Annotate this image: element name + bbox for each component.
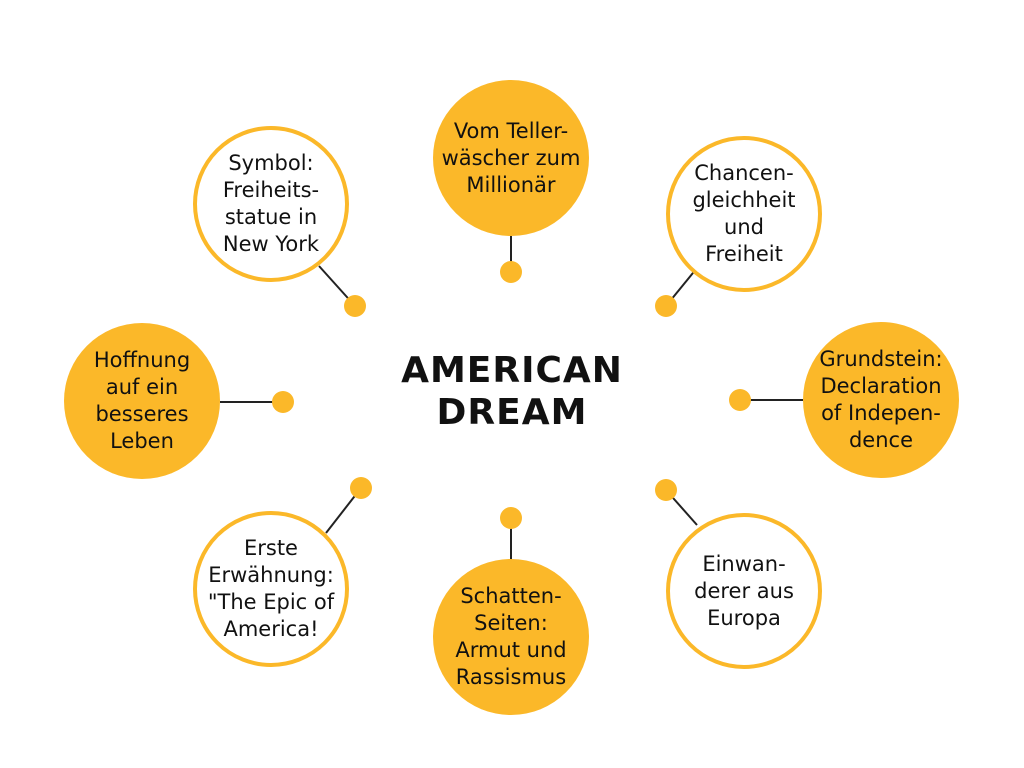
bubble-chancengleichheit: Chancen- gleichheit und Freiheit bbox=[666, 136, 822, 292]
bubble-label: Einwan- derer aus Europa bbox=[694, 551, 794, 630]
bubble-label: Symbol: Freiheits- statue in New York bbox=[222, 151, 320, 256]
bubble-label: Chancen- gleichheit und Freiheit bbox=[692, 161, 796, 266]
connector-dot bbox=[500, 507, 522, 529]
bubble-grundstein: Grundstein: Declaration of Indepen- denc… bbox=[803, 322, 959, 478]
bubble-label: Grundstein: Declaration of Indepen- denc… bbox=[819, 347, 943, 452]
connector-dot bbox=[500, 261, 522, 283]
bubble-tellerwaescher: Vom Teller- wäscher zum Millionär bbox=[433, 80, 589, 236]
connector-dot bbox=[272, 391, 294, 413]
bubble-label: Erste Erwähnung: "The Epic of America! bbox=[207, 536, 335, 641]
connector-dot bbox=[655, 479, 677, 501]
connector-dot bbox=[655, 295, 677, 317]
bubble-label: Vom Teller- wäscher zum Millionär bbox=[441, 118, 581, 197]
bubble-label: Schatten- Seiten: Armut und Rassismus bbox=[455, 584, 567, 689]
connector-dot bbox=[350, 477, 372, 499]
connector-dot bbox=[729, 389, 751, 411]
bubble-einwanderer: Einwan- derer aus Europa bbox=[666, 513, 822, 669]
connector-dot bbox=[344, 295, 366, 317]
central-title: AMERICAN DREAM bbox=[401, 350, 623, 433]
bubble-schattenseiten: Schatten- Seiten: Armut und Rassismus bbox=[433, 559, 589, 715]
bubble-label: Hoffnung auf ein besseres Leben bbox=[93, 348, 191, 453]
bubble-erste-erwaehnung: Erste Erwähnung: "The Epic of America! bbox=[193, 511, 349, 667]
bubble-hoffnung: Hoffnung auf ein besseres Leben bbox=[64, 323, 220, 479]
bubble-freiheitsstatue: Symbol: Freiheits- statue in New York bbox=[193, 126, 349, 282]
